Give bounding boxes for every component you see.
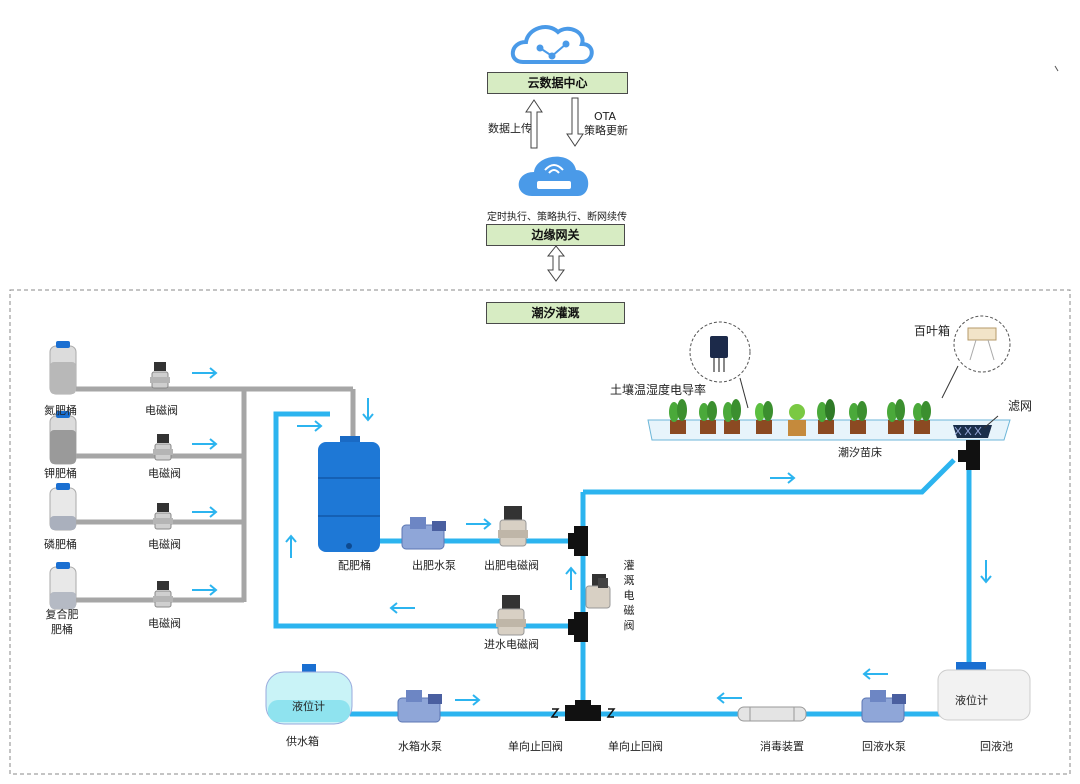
char: 电 bbox=[623, 589, 635, 602]
valve-icon bbox=[585, 574, 611, 609]
in-valve-label: 进水电磁阀 bbox=[484, 638, 539, 651]
edge-gateway-box: 边缘网关 bbox=[486, 224, 625, 246]
mixing-tank bbox=[318, 436, 380, 552]
nitrogen-tank bbox=[49, 341, 77, 395]
plant-row bbox=[669, 399, 931, 436]
system-frame bbox=[9, 289, 1071, 775]
tee-fittings bbox=[550, 526, 616, 721]
fertilizer-pipes bbox=[76, 386, 356, 603]
shutter-box-callout bbox=[941, 315, 1011, 429]
tank-label: 复合肥 bbox=[45, 608, 79, 621]
upload-label: 数据上传 bbox=[488, 122, 532, 135]
tank-label: 氮肥桶 bbox=[44, 404, 77, 417]
policy-update-label: 策略更新 bbox=[584, 124, 628, 137]
tank-label: 磷肥桶 bbox=[44, 538, 77, 551]
level-meter-left: 液位计 bbox=[292, 700, 325, 713]
pump-icon bbox=[861, 690, 906, 723]
phosphorus-tank bbox=[49, 483, 77, 531]
gateway-caption: 定时执行、策略执行、断网续传 bbox=[487, 212, 627, 223]
return-pump-label: 回液水泵 bbox=[862, 740, 906, 753]
supply-tank-label: 供水箱 bbox=[286, 735, 319, 748]
tank-label: 钾肥桶 bbox=[44, 467, 77, 480]
return-pool bbox=[937, 662, 1031, 721]
valve-label: 电磁阀 bbox=[148, 538, 181, 551]
out-valve-label: 出肥电磁阀 bbox=[484, 559, 539, 572]
check-valve-label: 单向止回阀 bbox=[508, 740, 563, 753]
out-pump-label: 出肥水泵 bbox=[412, 559, 456, 572]
ota-label: OTA bbox=[594, 110, 617, 123]
seedbed-label: 潮汐苗床 bbox=[838, 446, 882, 459]
valve-label: 电磁阀 bbox=[145, 404, 178, 417]
upload-arrow bbox=[525, 99, 543, 149]
valve-icon bbox=[150, 362, 170, 389]
char: 阀 bbox=[623, 619, 635, 632]
cloud-icon bbox=[510, 25, 594, 64]
check-valve-label: 单向止回阀 bbox=[608, 740, 663, 753]
valve-icon bbox=[496, 595, 526, 636]
soil-sensor-label: 土壤温湿度电导率 bbox=[610, 383, 707, 397]
disinfection-label: 消毒装置 bbox=[760, 740, 804, 753]
tidal-irrigation-box: 潮汐灌溉 bbox=[486, 302, 625, 324]
filter-label: 滤网 bbox=[1008, 399, 1033, 413]
valve-label: 电磁阀 bbox=[148, 617, 181, 630]
pump-icon bbox=[401, 517, 446, 550]
char: 溉 bbox=[623, 574, 635, 587]
char: 灌 bbox=[623, 559, 635, 572]
soil-sensor-callout bbox=[689, 321, 751, 409]
gateway-icon bbox=[518, 156, 589, 196]
potassium-tank bbox=[49, 411, 77, 465]
valve-icon bbox=[498, 506, 528, 547]
mix-tank-label: 配肥桶 bbox=[338, 559, 371, 572]
bidirectional-arrow bbox=[546, 245, 566, 282]
disinfection-device bbox=[737, 706, 807, 722]
supply-tank bbox=[265, 664, 353, 725]
water-pipes bbox=[273, 411, 972, 717]
char: 磁 bbox=[623, 604, 635, 617]
flow-arrows bbox=[192, 367, 992, 706]
stray-mark bbox=[1054, 65, 1059, 72]
tank-pump-label: 水箱水泵 bbox=[398, 740, 442, 753]
return-pool-label: 回液池 bbox=[980, 740, 1013, 753]
tank-label: 肥桶 bbox=[51, 623, 73, 636]
shutter-box-label: 百叶箱 bbox=[914, 324, 951, 338]
cloud-data-center-box: 云数据中心 bbox=[487, 72, 628, 94]
valve-icon bbox=[153, 434, 173, 461]
valve-icon bbox=[153, 581, 173, 608]
level-meter-right: 液位计 bbox=[955, 694, 988, 707]
pump-icon bbox=[397, 690, 442, 723]
policy-arrow bbox=[566, 97, 584, 147]
irrigation-valve-label: 灌 溉 电 磁 阀 bbox=[622, 558, 636, 633]
valve-icon bbox=[153, 503, 173, 530]
valve-label: 电磁阀 bbox=[148, 467, 181, 480]
compound-tank bbox=[49, 562, 77, 610]
